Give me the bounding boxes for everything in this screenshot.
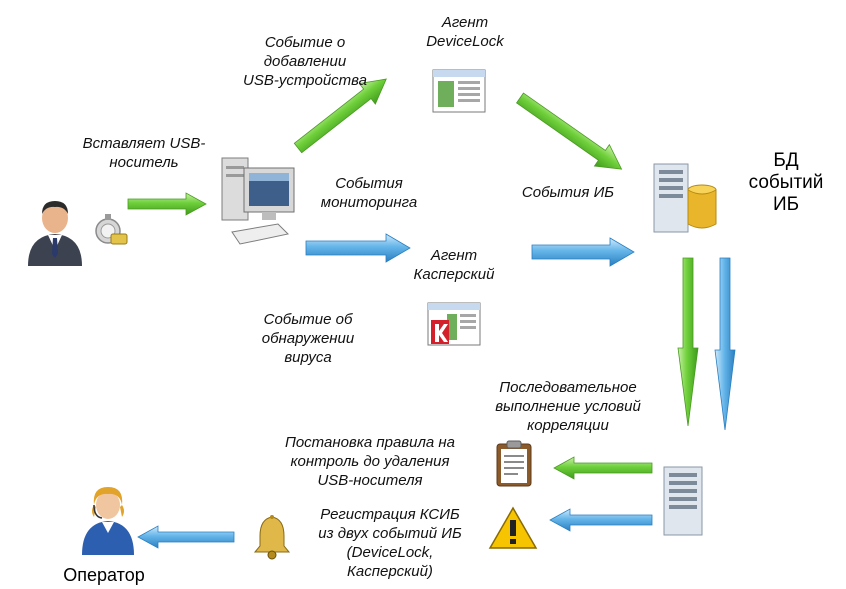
label-sequential-correlation: Последовательное выполнение условий корр…: [495, 379, 641, 434]
arrow-server-to-clipboard: [553, 456, 653, 480]
label-ksib-registration: Регистрация КСИБ из двух событий ИБ (Dev…: [318, 506, 462, 580]
computer-icon: [221, 157, 295, 245]
user-icon: [28, 201, 82, 266]
arrow-db-to-server-blue: [714, 257, 736, 431]
operator-label: Оператор: [63, 565, 145, 585]
arrow-user-to-computer: [127, 192, 207, 216]
label-agent-kaspersky: Агент Касперский: [413, 247, 495, 283]
arrow-kaspersky-to-db: [531, 237, 635, 267]
server-icon: [663, 466, 703, 536]
devicelock-window-icon: [432, 69, 486, 113]
label-security-events: События ИБ: [521, 184, 615, 201]
label-virus-detected: Событие об обнаружении вируса: [261, 311, 355, 366]
clipboard-icon: [496, 440, 532, 487]
arrow-db-to-server-green: [677, 257, 699, 427]
label-inserts-usb: Вставляет USB- носитель: [82, 135, 206, 171]
database-server-icon: [653, 163, 717, 233]
db-title: БД событий ИБ: [748, 150, 824, 215]
warning-icon: [488, 506, 538, 549]
arrow-computer-to-devicelock: [293, 78, 387, 154]
label-event-usb-add: Событие о добавлении USB-устройства: [242, 34, 368, 89]
bell-icon: [253, 515, 291, 560]
label-rule-setup: Постановка правила на контроль до удален…: [284, 434, 456, 489]
arrow-bell-to-operator: [137, 525, 235, 549]
label-agent-devicelock: Агент DeviceLock: [426, 14, 504, 50]
kaspersky-window-icon: [427, 302, 481, 346]
usb-drive-icon: [95, 214, 128, 245]
arrow-computer-to-kaspersky: [305, 233, 411, 263]
arrow-devicelock-to-db: [516, 92, 623, 170]
arrow-server-to-warning: [549, 508, 653, 532]
label-monitoring-events: События мониторинга: [320, 175, 418, 211]
operator-icon: [82, 487, 134, 555]
